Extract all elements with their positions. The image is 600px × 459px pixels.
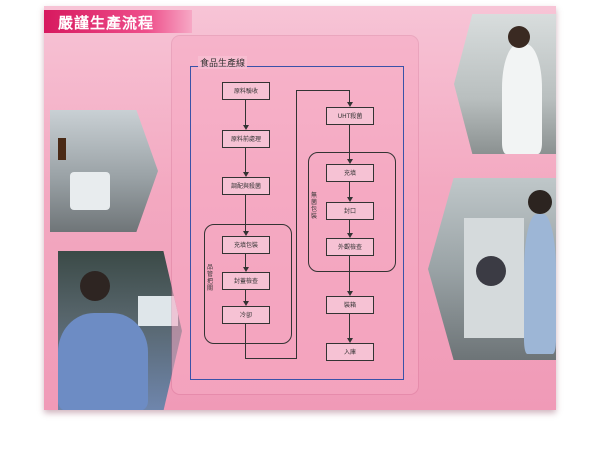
arrow-icon: [243, 267, 249, 272]
connector: [349, 125, 350, 160]
arrow-icon: [347, 102, 353, 107]
right-flow-group: [308, 152, 396, 272]
connector: [349, 90, 350, 103]
connector: [296, 90, 350, 91]
connector: [245, 195, 246, 232]
flow-step: 原料前處理: [222, 130, 270, 148]
title-bar: 嚴謹生產流程: [44, 10, 192, 33]
arrow-icon: [243, 172, 249, 177]
connector: [245, 148, 246, 173]
connector: [245, 254, 246, 268]
connector: [349, 182, 350, 198]
connector: [296, 90, 297, 359]
flow-step: 封蓋檢查: [222, 272, 270, 290]
computer-operator-photo: [58, 251, 182, 410]
flow-step: 調配與殺菌: [222, 177, 270, 195]
flow-step: 裝箱: [326, 296, 374, 314]
flow-step: 外觀檢查: [326, 238, 374, 256]
arrow-icon: [347, 338, 353, 343]
left-group-label: 品管把關: [207, 264, 214, 292]
diagram-title: 食品生產線: [198, 56, 248, 69]
flow-step: 封口: [326, 202, 374, 220]
connector: [349, 220, 350, 234]
connector: [349, 314, 350, 339]
arrow-icon: [347, 233, 353, 238]
connector: [245, 100, 246, 126]
arrow-icon: [347, 291, 353, 296]
flow-step: 充填: [326, 164, 374, 182]
arrow-icon: [243, 231, 249, 236]
flow-step: UHT殺菌: [326, 107, 374, 125]
diagram-border: [190, 66, 404, 380]
flow-step: 充填包裝: [222, 236, 270, 254]
flow-step: 原料驗收: [222, 82, 270, 100]
flow-step: 冷卻: [222, 306, 270, 324]
connector: [349, 256, 350, 292]
lab-equipment-photo: [50, 110, 158, 232]
arrow-icon: [347, 159, 353, 164]
lab-technician-photo: [454, 14, 556, 154]
arrow-icon: [243, 125, 249, 130]
arrow-icon: [243, 301, 249, 306]
instrument-technician-photo: [428, 178, 556, 360]
right-group-label: 無菌包裝: [311, 192, 318, 220]
flow-step: 入庫: [326, 343, 374, 361]
connector: [245, 358, 297, 359]
slide: 嚴謹生產流程 食品生產線 原料驗收 原料前處理 調配與殺菌 品管把關 充填包裝 …: [44, 6, 556, 410]
slide-title: 嚴謹生產流程: [58, 14, 155, 32]
connector: [245, 324, 246, 358]
arrow-icon: [347, 197, 353, 202]
left-flow-group: [204, 224, 292, 344]
connector: [245, 290, 246, 302]
